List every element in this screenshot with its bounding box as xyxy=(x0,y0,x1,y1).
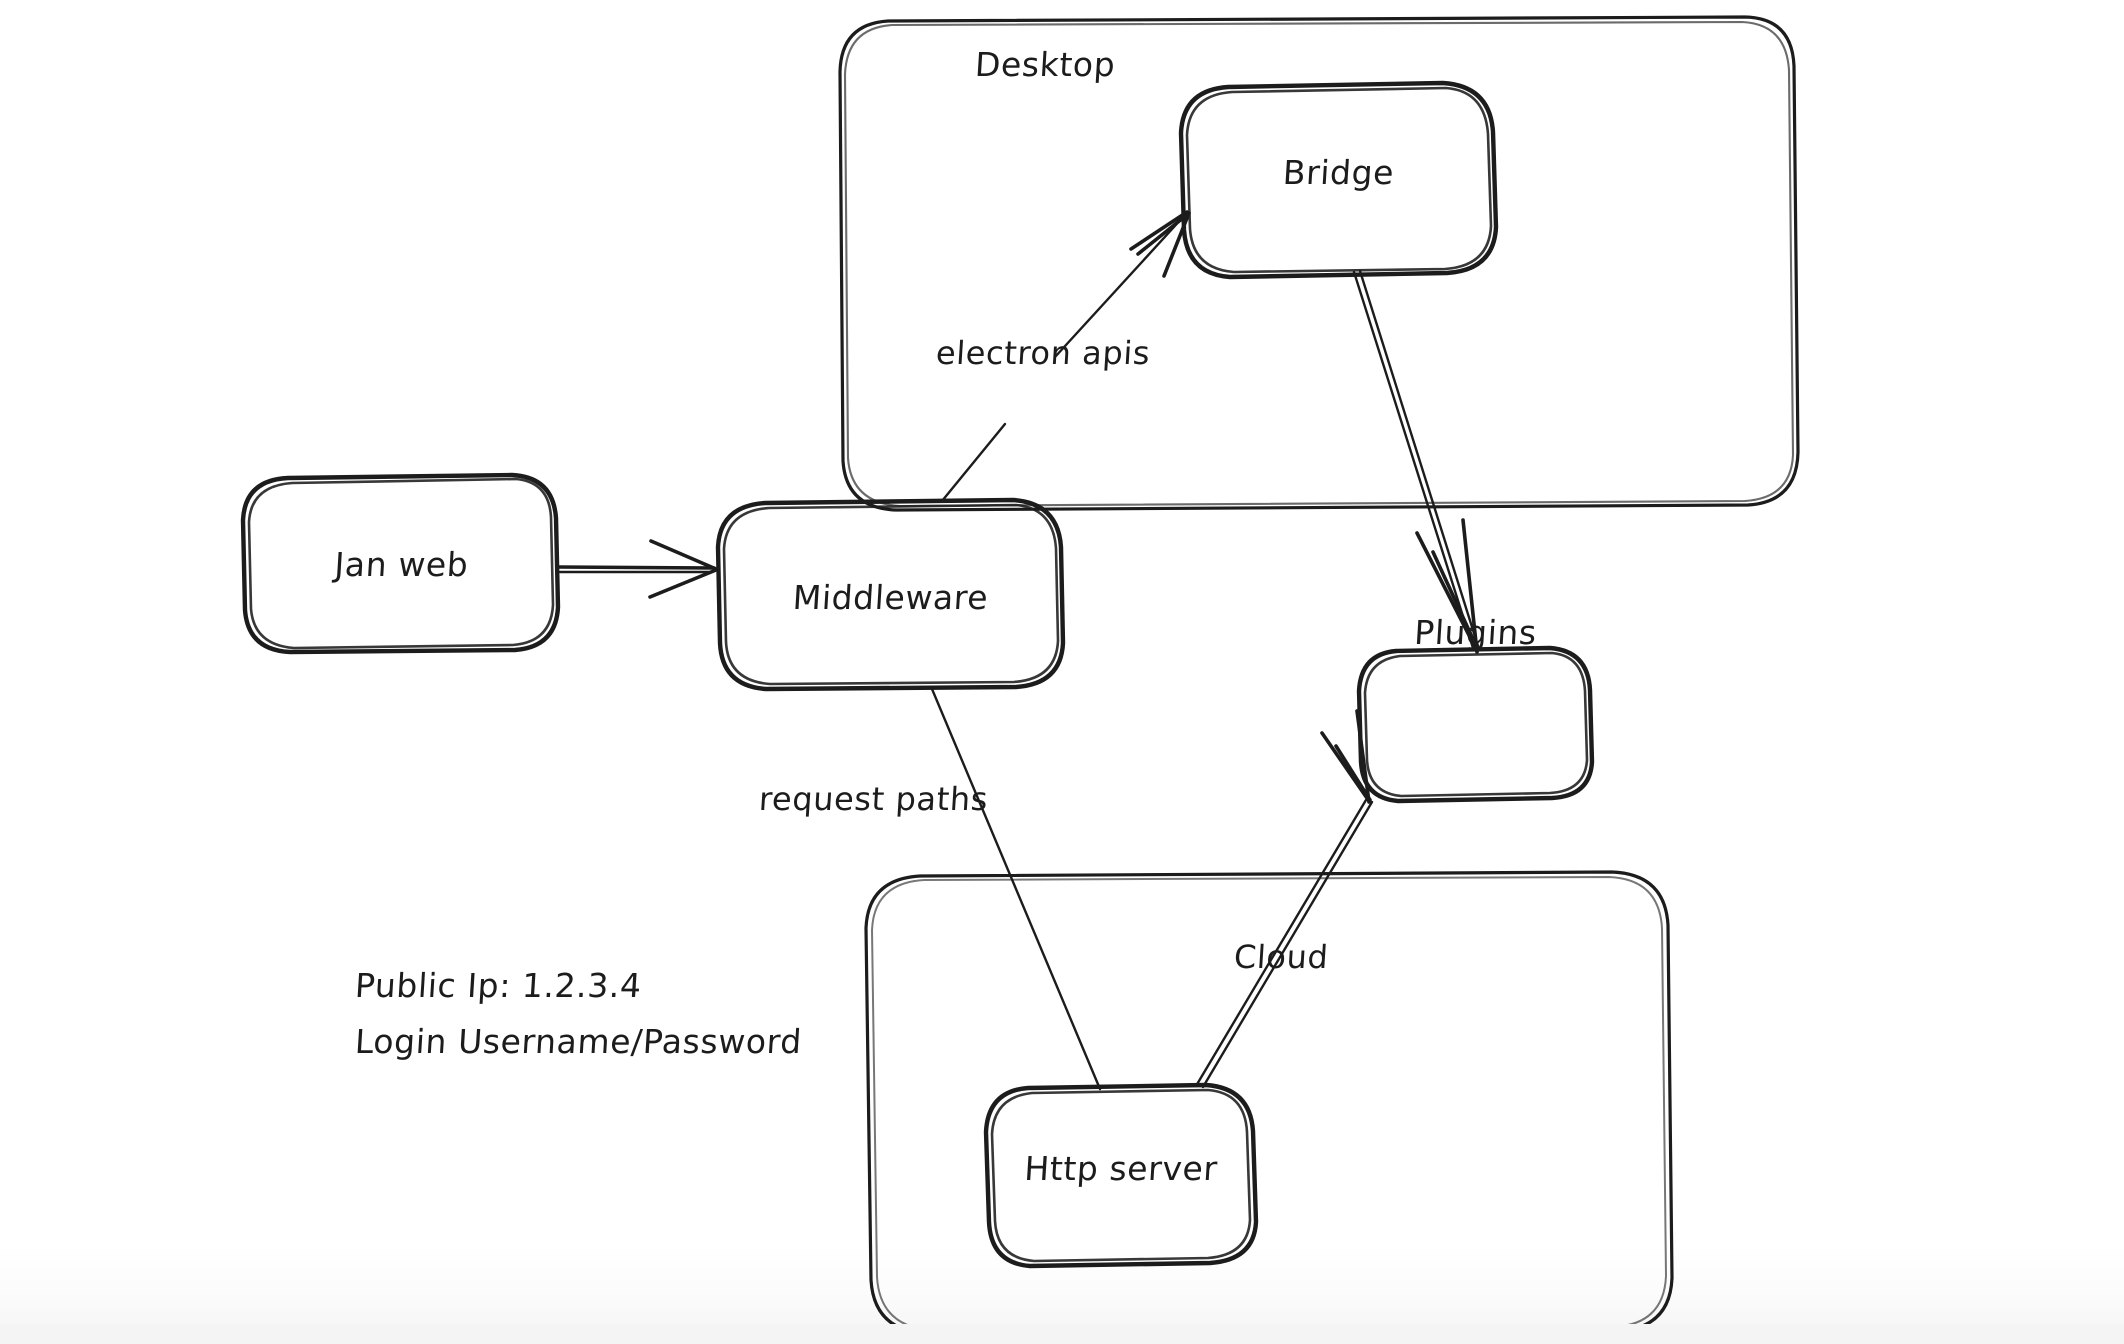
bridge-node-label: Bridge xyxy=(1281,153,1396,192)
edge-label-electron-apis: electron apis xyxy=(934,334,1152,372)
middleware-node-label: Middleware xyxy=(791,578,990,617)
bridge-node-shape[interactable] xyxy=(1178,80,1499,280)
jan-web-node-label: Jan web xyxy=(333,545,470,584)
edge-bridge-to-plugins[interactable] xyxy=(1352,269,1480,654)
note-public-ip: Public Ip: 1.2.3.4 xyxy=(353,966,643,1005)
plugins-node-shape[interactable] xyxy=(1356,645,1595,804)
edge-middleware-to-http-server[interactable] xyxy=(930,687,1102,1091)
edge-jan-web-to-middleware[interactable] xyxy=(556,539,718,599)
edge-middleware-to-bridge[interactable] xyxy=(940,210,1191,503)
plugins-node-label: Plugins xyxy=(1413,613,1538,652)
edge-label-request-paths: request paths xyxy=(757,780,990,818)
desktop-container-shape[interactable] xyxy=(838,15,1800,512)
http-server-node-shape[interactable] xyxy=(983,1082,1259,1269)
desktop-container-label: Desktop xyxy=(973,45,1117,84)
http-server-node-label: Http server xyxy=(1023,1149,1219,1188)
bottom-edge-bar xyxy=(0,1324,2124,1344)
note-login-credentials: Login Username/Password xyxy=(353,1022,804,1061)
middleware-node-shape[interactable] xyxy=(715,497,1066,692)
jan-web-node-shape[interactable] xyxy=(240,472,561,655)
edge-http-server-to-plugins[interactable] xyxy=(1194,709,1374,1089)
cloud-container-label: Cloud xyxy=(1232,938,1330,976)
